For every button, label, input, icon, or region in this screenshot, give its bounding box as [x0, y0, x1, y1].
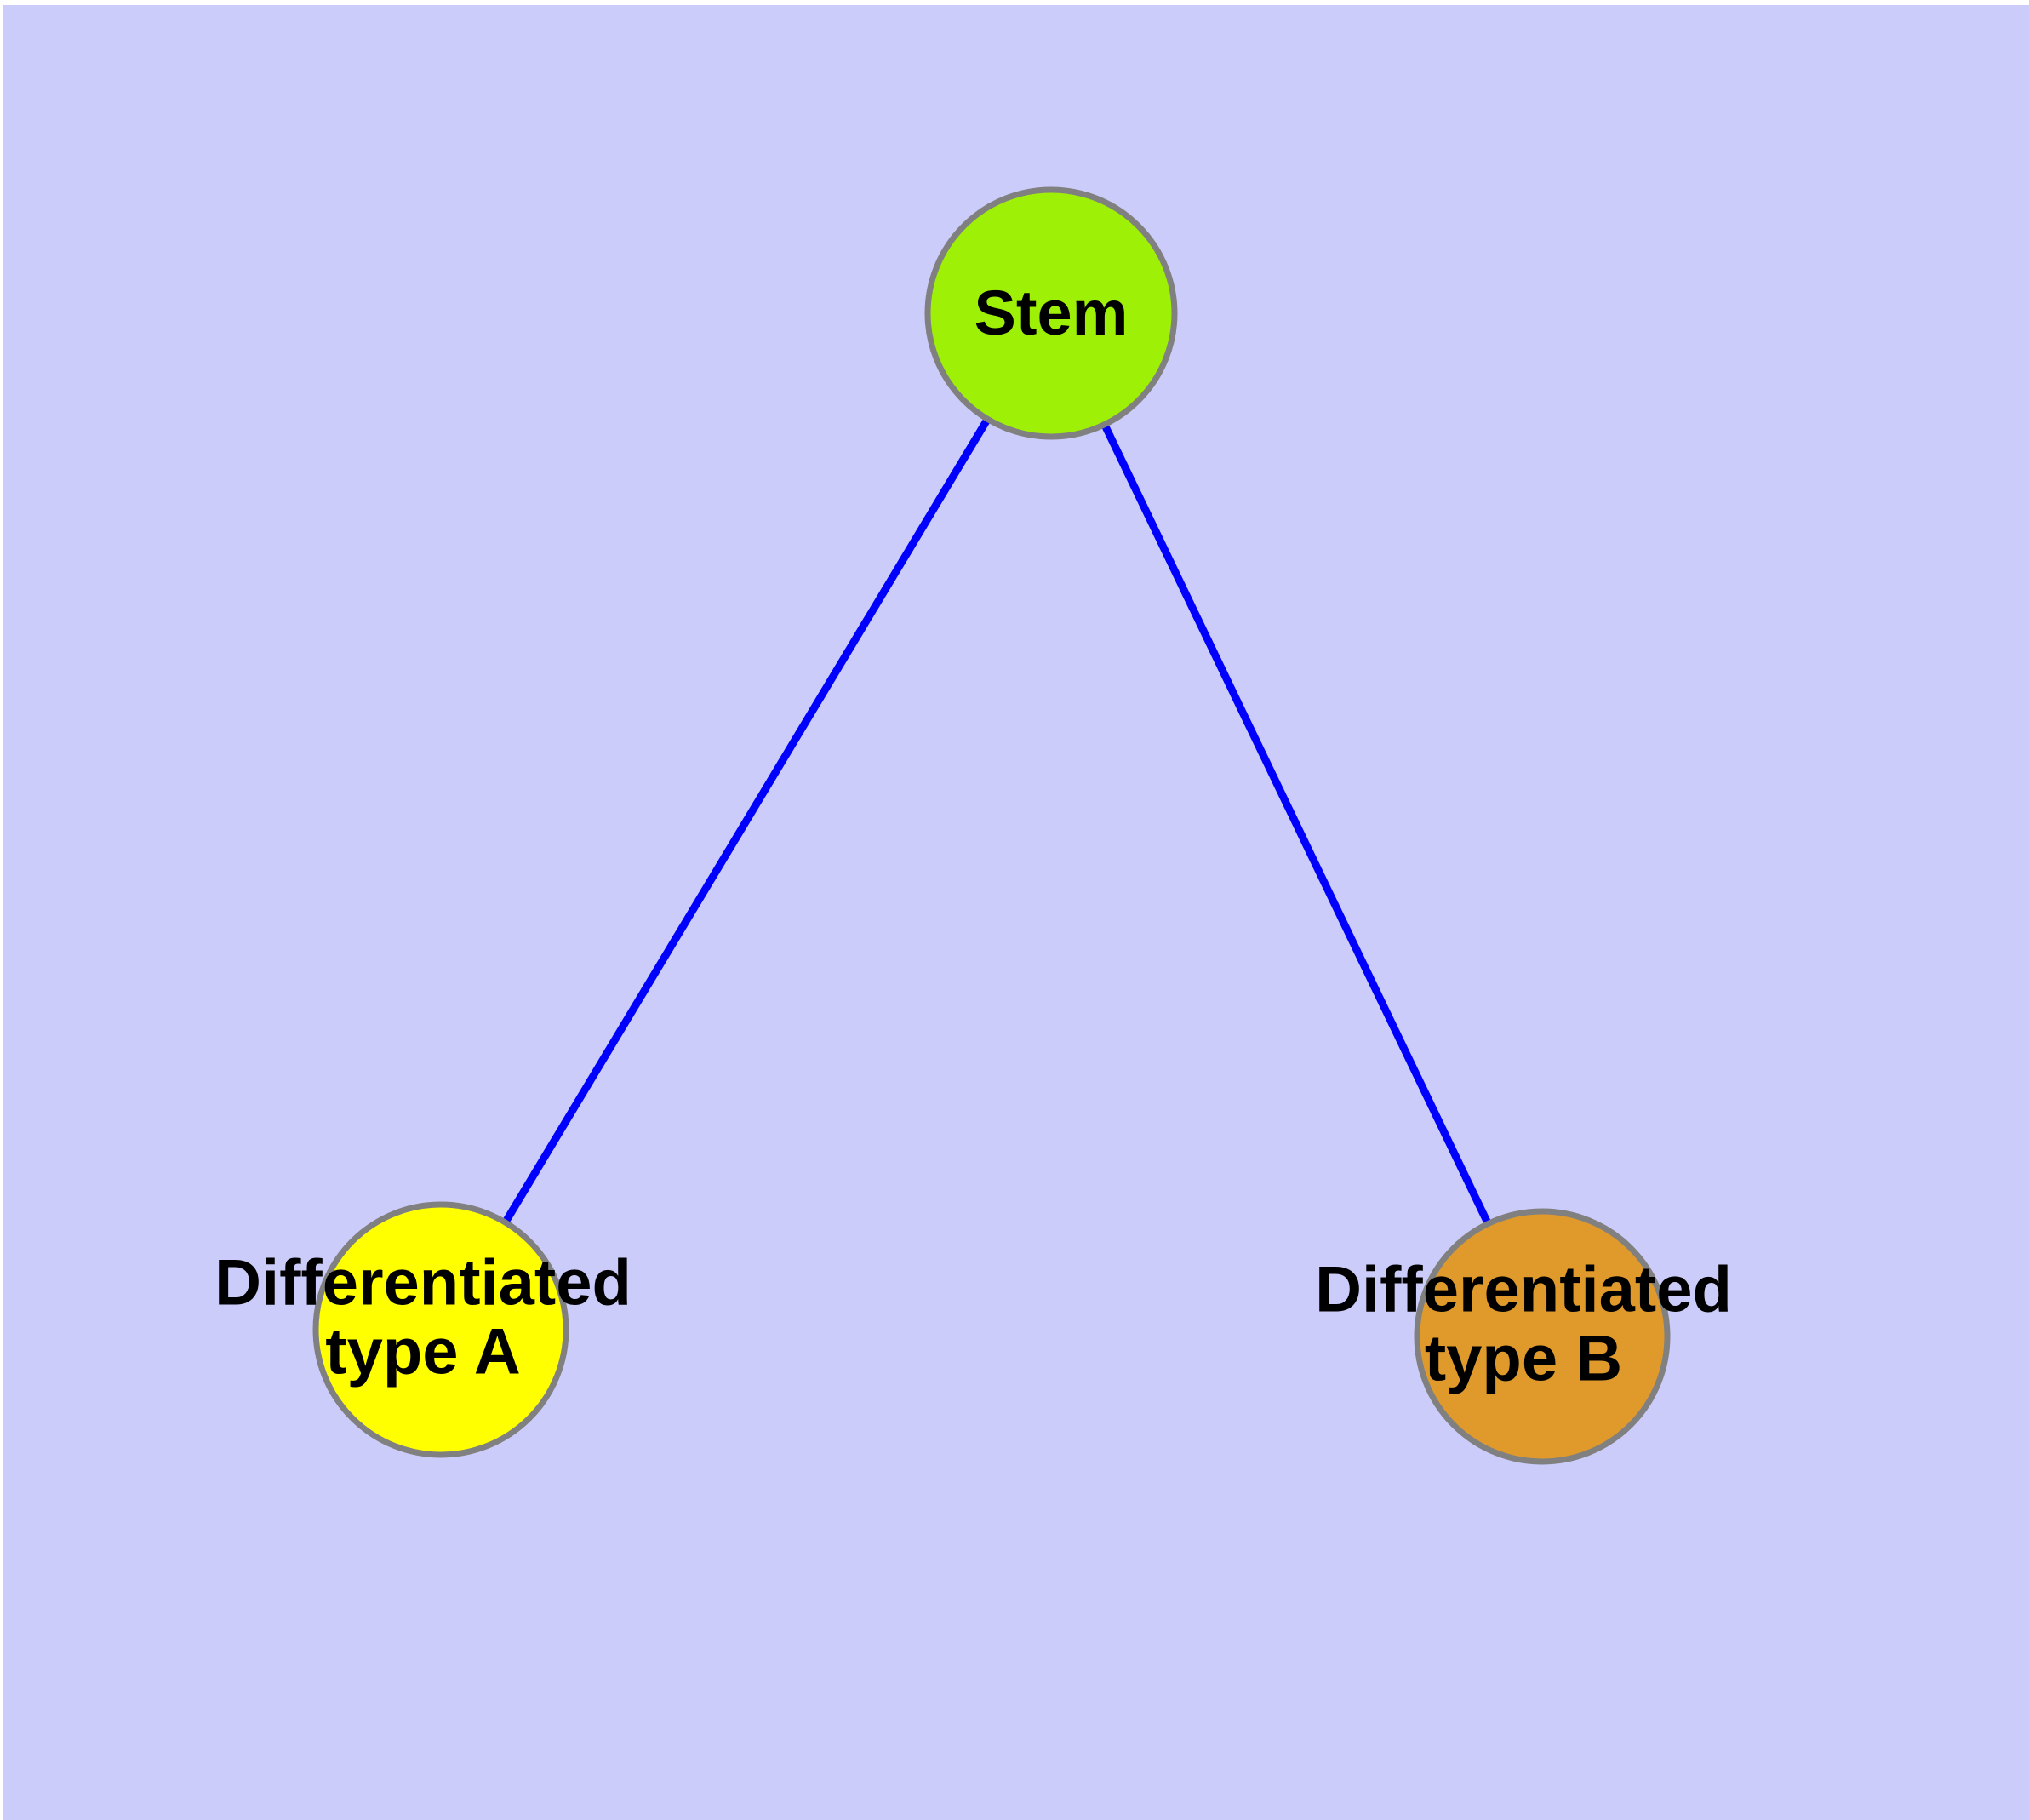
- node-stem[interactable]: [924, 186, 1178, 440]
- edge-stem-to-differentiated-type-a[interactable]: [437, 311, 1055, 1332]
- edge-stem-to-differentiated-type-b[interactable]: [1047, 312, 1546, 1338]
- node-differentiated-type-b[interactable]: [1414, 1208, 1671, 1465]
- edge-layer: [437, 311, 1546, 1338]
- node-differentiated-type-a[interactable]: [312, 1201, 569, 1458]
- node-layer: [312, 186, 1671, 1465]
